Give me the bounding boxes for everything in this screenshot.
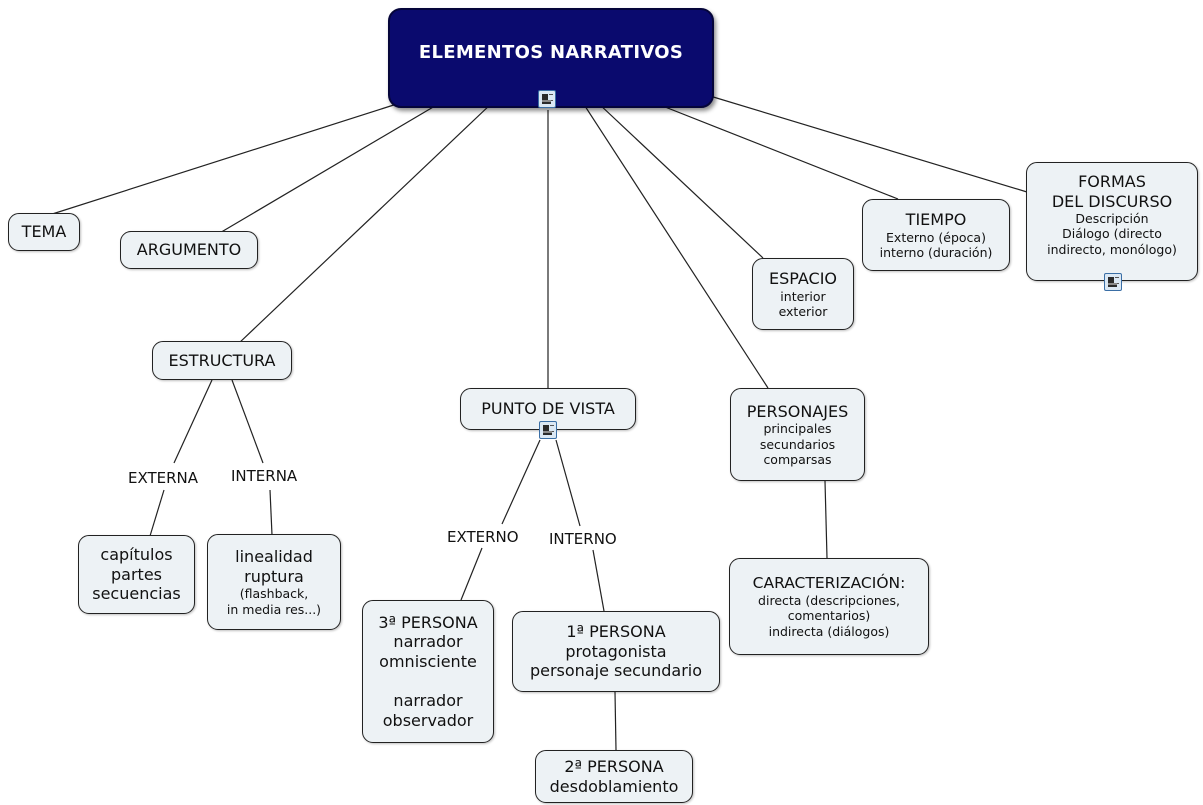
node-tema[interactable]: TEMA	[8, 213, 80, 251]
node-segunda-persona[interactable]: 2ª PERSONA desdoblamiento	[535, 750, 693, 803]
node-caracterizacion-title: CARACTERIZACIÓN:	[752, 574, 906, 593]
node-formas-sub: Descripción	[1075, 211, 1149, 227]
link-pdv-externo	[501, 439, 541, 525]
link-pdv-interno	[555, 439, 581, 527]
link-interna-box	[269, 489, 273, 536]
node-formas-sub: Diálogo (directo	[1062, 226, 1162, 242]
node-interna-box[interactable]: linealidad ruptura (flashback, in media …	[207, 534, 341, 630]
link-root-personajes	[582, 102, 769, 389]
node-tema-title: TEMA	[21, 222, 67, 242]
link-label-interno: INTERNO	[547, 530, 619, 549]
link-interno-primera	[592, 549, 605, 612]
node-personajes-sub: secundarios	[759, 436, 836, 452]
link-root-argumento	[217, 102, 441, 235]
node-tercera-spacer	[425, 672, 430, 692]
node-segunda-line: 2ª PERSONA	[564, 756, 664, 776]
node-estructura[interactable]: ESTRUCTURA	[152, 341, 292, 380]
note-icon[interactable]	[539, 421, 557, 439]
node-personajes[interactable]: PERSONAJES principales secundarios compa…	[730, 388, 865, 481]
node-argumento[interactable]: ARGUMENTO	[120, 231, 258, 269]
link-label-externo: EXTERNO	[445, 528, 521, 547]
node-tercera-line: observador	[382, 710, 474, 730]
node-tercera-line: omnisciente	[379, 651, 477, 671]
node-tercera-line: narrador	[393, 632, 463, 652]
node-formas-title: FORMAS	[1078, 172, 1146, 192]
node-externa-line: secuencias	[92, 584, 181, 604]
node-externa-box[interactable]: capítulos partes secuencias	[78, 535, 195, 614]
link-root-tema	[45, 102, 401, 217]
link-personajes-caracterizacion	[824, 480, 828, 559]
node-externa-line: capítulos	[100, 545, 173, 565]
link-externa-box	[149, 489, 165, 537]
node-caracterizacion-sub: indirecta (diálogos)	[768, 623, 890, 639]
node-formas-title: DEL DISCURSO	[1051, 191, 1173, 211]
node-primera-line: personaje secundario	[529, 661, 703, 681]
node-tiempo-sub: interno (duración)	[879, 244, 993, 260]
node-espacio[interactable]: ESPACIO interior exterior	[752, 258, 854, 330]
note-icon[interactable]	[1104, 273, 1122, 291]
link-estructura-interna	[231, 379, 264, 464]
node-interna-line: linealidad	[235, 547, 313, 567]
node-personajes-sub: principales	[763, 421, 832, 437]
node-interna-sub: in media res...)	[226, 601, 322, 617]
node-argumento-title: ARGUMENTO	[136, 240, 242, 260]
node-interna-line: ruptura	[244, 566, 304, 586]
node-espacio-title: ESPACIO	[768, 268, 838, 288]
node-caracterizacion[interactable]: CARACTERIZACIÓN: directa (descripciones,…	[729, 558, 929, 655]
node-interna-sub: (flashback,	[239, 586, 309, 602]
node-formas-del-discurso[interactable]: FORMAS DEL DISCURSO Descripción Diálogo …	[1026, 162, 1198, 281]
node-tiempo-sub: Externo (época)	[886, 229, 986, 245]
node-primera-line: 1ª PERSONA	[566, 622, 666, 642]
note-icon[interactable]	[538, 90, 556, 108]
node-espacio-sub: interior	[780, 288, 826, 304]
link-externo-tercera	[460, 547, 483, 601]
link-primera-segunda	[614, 691, 617, 751]
node-punto-de-vista-title: PUNTO DE VISTA	[481, 399, 615, 419]
link-root-espacio	[597, 102, 764, 259]
node-caracterizacion-sub: comentarios)	[787, 608, 871, 624]
node-formas-sub: indirecto, monólogo)	[1047, 241, 1177, 257]
node-primera-persona[interactable]: 1ª PERSONA protagonista personaje secund…	[512, 611, 720, 692]
node-punto-de-vista[interactable]: PUNTO DE VISTA	[460, 388, 636, 430]
link-root-formas	[709, 95, 1028, 193]
node-tiempo-title: TIEMPO	[905, 209, 967, 229]
node-caracterizacion-sub: directa (descripciones,	[758, 593, 900, 609]
link-label-interna: INTERNA	[229, 467, 300, 486]
node-estructura-title: ESTRUCTURA	[168, 350, 276, 370]
node-tiempo[interactable]: TIEMPO Externo (época) interno (duración…	[862, 199, 1010, 271]
node-externa-line: partes	[111, 564, 162, 584]
link-estructura-externa	[173, 379, 213, 464]
node-primera-line: protagonista	[565, 641, 667, 661]
central-topic-title: ELEMENTOS NARRATIVOS	[418, 41, 684, 63]
link-root-tiempo	[654, 102, 899, 200]
link-root-estructura	[237, 102, 493, 345]
node-tercera-persona[interactable]: 3ª PERSONA narrador omnisciente narrador…	[362, 600, 494, 743]
node-espacio-sub: exterior	[778, 303, 828, 319]
node-segunda-line: desdoblamiento	[549, 776, 679, 796]
node-tercera-line: 3ª PERSONA	[378, 612, 478, 632]
node-personajes-sub: comparsas	[763, 451, 832, 467]
node-personajes-title: PERSONAJES	[746, 401, 849, 421]
node-tercera-line: narrador	[393, 691, 463, 711]
link-label-externa: EXTERNA	[126, 469, 201, 488]
